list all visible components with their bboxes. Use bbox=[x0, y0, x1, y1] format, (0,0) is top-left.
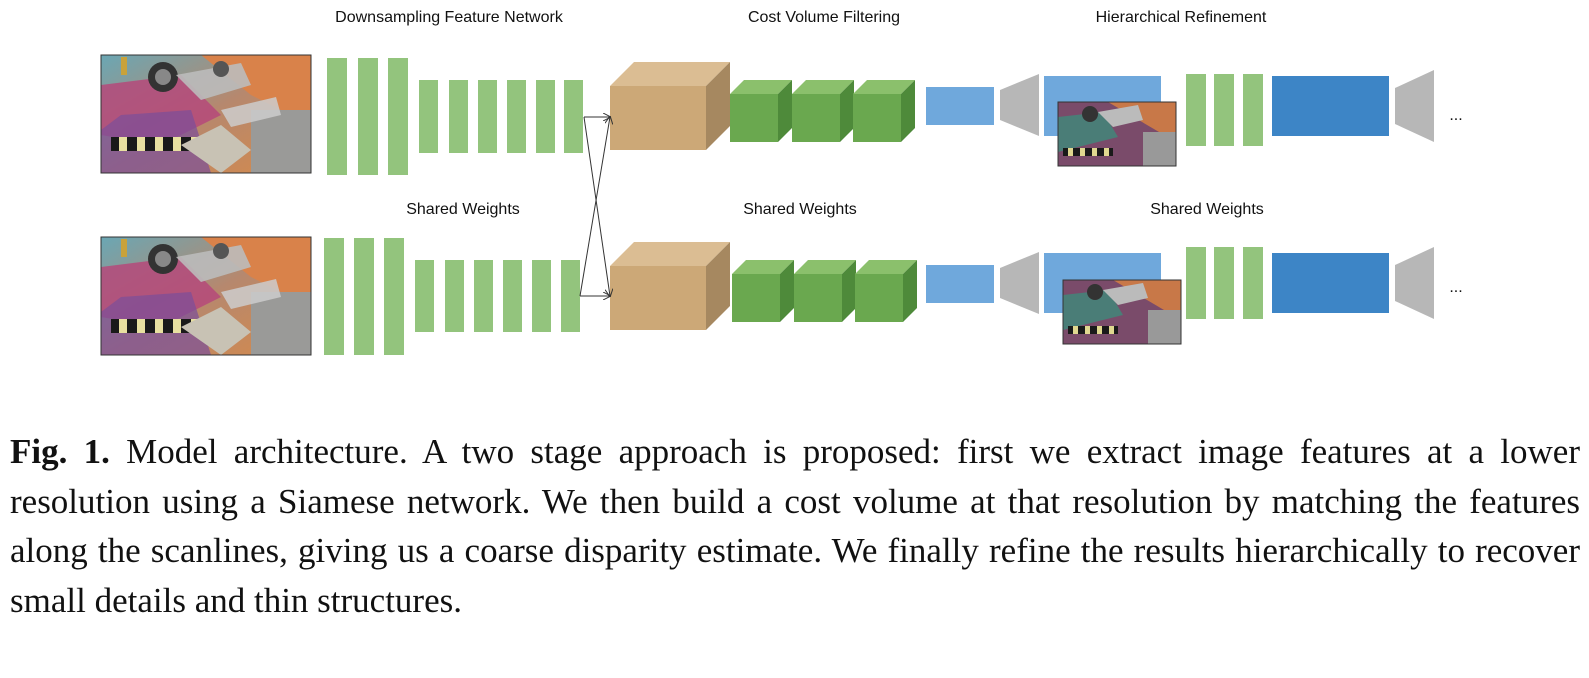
refined-disparity-bottom bbox=[1272, 253, 1389, 313]
continuation-bottom: ... bbox=[1449, 279, 1462, 296]
cost-volume-top bbox=[610, 62, 730, 150]
left-input-image bbox=[100, 54, 312, 174]
feature-layers-large-bottom bbox=[324, 238, 404, 355]
cost-volume-stage-label: Cost Volume Filtering bbox=[748, 9, 900, 26]
refine-layers-top bbox=[1186, 74, 1263, 146]
refined-disparity-top bbox=[1272, 76, 1389, 136]
shared-weights-label-features: Shared Weights bbox=[406, 201, 520, 218]
left-image-thumb-bottom bbox=[1062, 279, 1182, 345]
coarse-disparity-top bbox=[926, 87, 994, 125]
left-image-thumb-top bbox=[1057, 101, 1177, 167]
upsample-next-top bbox=[1395, 70, 1434, 142]
pipeline-bottom: ... bbox=[100, 236, 1463, 356]
feature-layers-small-top bbox=[419, 80, 583, 153]
filter-block-bottom-2 bbox=[794, 260, 856, 322]
pipeline-top: ... bbox=[100, 54, 1463, 175]
continuation-top: ... bbox=[1449, 107, 1462, 124]
architecture-diagram: Downsampling Feature Network Cost Volume… bbox=[100, 9, 1463, 356]
filter-block-top-3 bbox=[853, 80, 915, 142]
feature-layers-small-bottom bbox=[415, 260, 580, 332]
caption-label: Fig. 1. bbox=[10, 432, 110, 471]
upsample-bottom bbox=[1000, 252, 1039, 314]
figure-caption: Fig. 1. Model architecture. A two stage … bbox=[10, 427, 1580, 625]
filter-block-bottom-1 bbox=[732, 260, 794, 322]
feature-layers-large-top bbox=[327, 58, 408, 175]
caption-text: Model architecture. A two stage approach… bbox=[10, 432, 1580, 620]
filter-block-top-2 bbox=[792, 80, 854, 142]
filter-block-top-1 bbox=[730, 80, 792, 142]
shared-weights-label-refine: Shared Weights bbox=[1150, 201, 1264, 218]
cross-match-arrows bbox=[579, 117, 610, 296]
shared-weights-label-cost: Shared Weights bbox=[743, 201, 857, 218]
upsample-next-bottom bbox=[1395, 247, 1434, 319]
cost-volume-bottom bbox=[610, 242, 730, 330]
filter-block-bottom-3 bbox=[855, 260, 917, 322]
refine-layers-bottom bbox=[1186, 247, 1263, 319]
upsample-top bbox=[1000, 74, 1039, 136]
right-input-image bbox=[100, 236, 312, 356]
refinement-stage-label: Hierarchical Refinement bbox=[1096, 9, 1267, 26]
coarse-disparity-bottom bbox=[926, 265, 994, 303]
downsampling-stage-label: Downsampling Feature Network bbox=[335, 9, 564, 26]
